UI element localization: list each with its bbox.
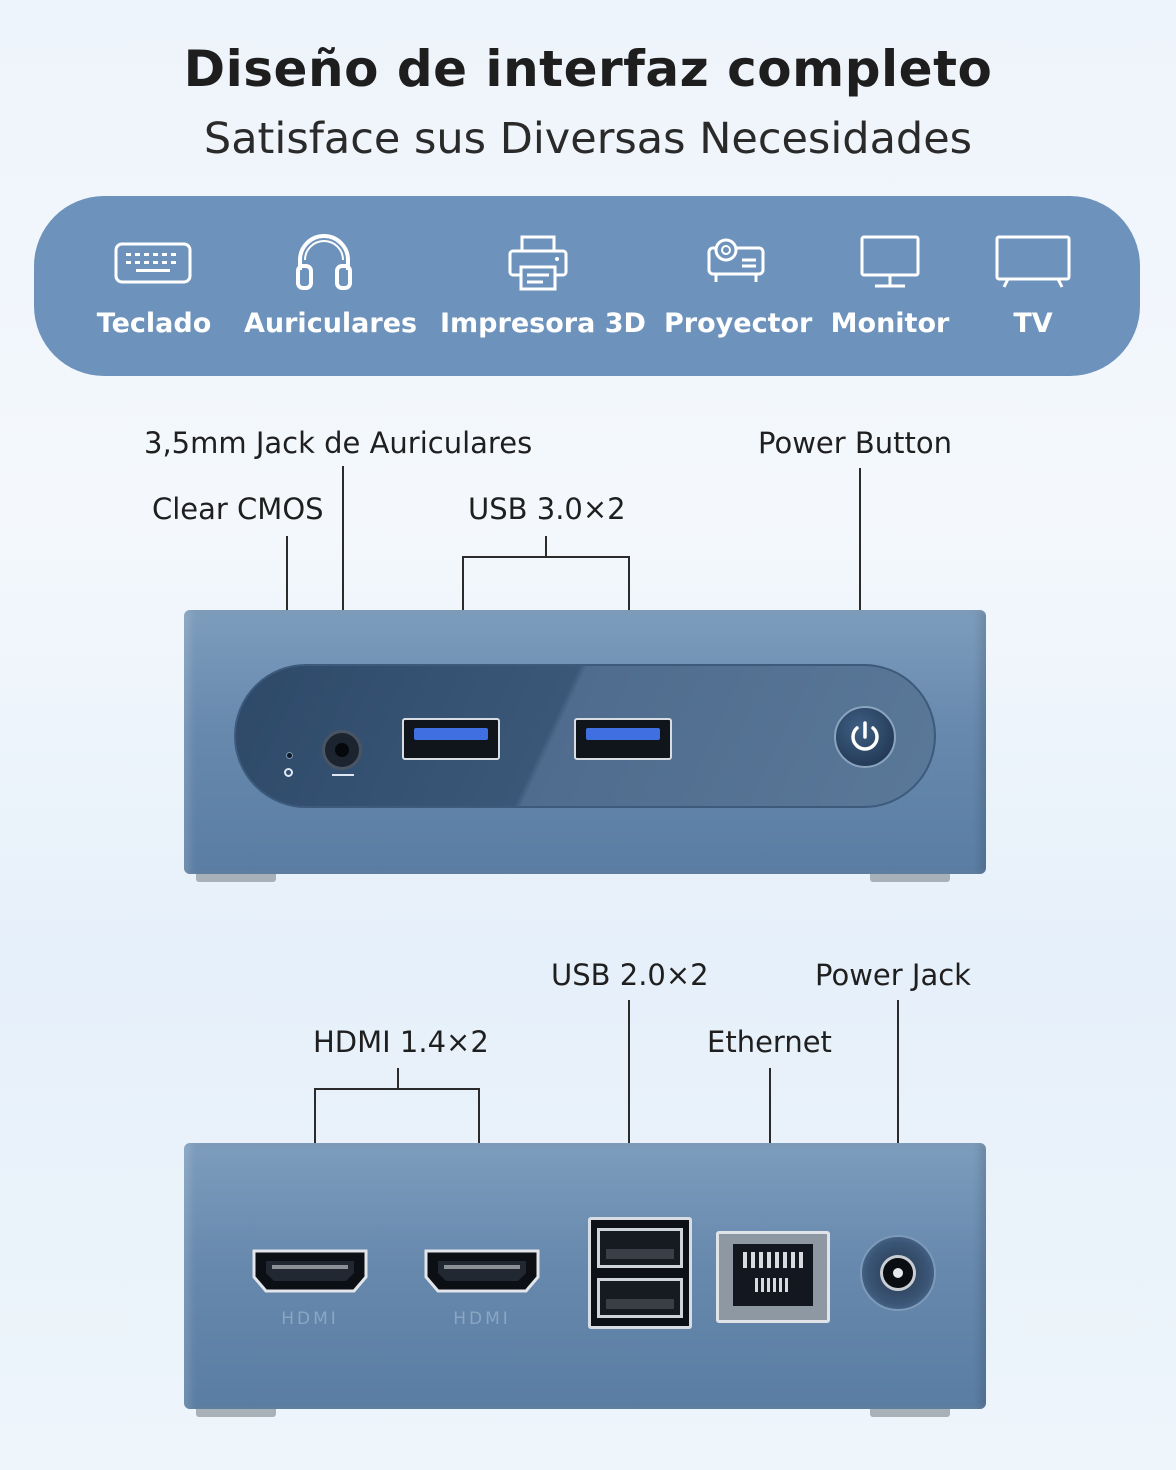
hdmi-port-2-text: HDMI bbox=[453, 1309, 511, 1329]
front-io-panel bbox=[234, 664, 936, 808]
front-foot-left bbox=[196, 874, 276, 882]
page-subtitle: Satisface sus Diversas Necesidades bbox=[203, 114, 973, 164]
device-projector: Proyector bbox=[664, 196, 813, 376]
headphones-icon bbox=[296, 234, 352, 290]
usb2-port-2 bbox=[597, 1278, 683, 1318]
keyboard-icon bbox=[114, 242, 192, 284]
power-icon bbox=[851, 721, 879, 751]
rear-foot-left bbox=[196, 1409, 276, 1417]
front-chassis bbox=[184, 610, 986, 874]
device-label: Auriculares bbox=[244, 308, 418, 339]
device-printer: Impresora 3D bbox=[440, 196, 646, 376]
projector-icon bbox=[707, 238, 765, 282]
clear-cmos-label: Clear CMOS bbox=[152, 492, 324, 526]
monitor-icon bbox=[860, 235, 920, 288]
headphone-mic-icon bbox=[332, 774, 354, 780]
usb2-label: USB 2.0×2 bbox=[551, 958, 709, 992]
device-tv: TV bbox=[988, 196, 1078, 376]
usb3-port-2 bbox=[574, 718, 672, 760]
rear-foot-right bbox=[870, 1409, 950, 1417]
hdmi-label: HDMI 1.4×2 bbox=[313, 1025, 489, 1059]
usb2-port-stack bbox=[588, 1217, 692, 1329]
power-button-label: Power Button bbox=[758, 426, 953, 460]
device-bar: Teclado Auriculares Impresora 3D bbox=[34, 196, 1140, 376]
device-label: Monitor bbox=[830, 308, 950, 339]
page-title: Diseño de interfaz completo bbox=[183, 40, 993, 98]
power-button[interactable] bbox=[834, 706, 896, 768]
usb3-leader-bar bbox=[462, 556, 630, 558]
device-headphones: Auriculares bbox=[244, 196, 418, 376]
audio-jack bbox=[322, 730, 362, 770]
usb2-port-1 bbox=[597, 1228, 683, 1268]
device-monitor: Monitor bbox=[830, 196, 950, 376]
hdmi-port-1-text: HDMI bbox=[281, 1309, 339, 1329]
power-button-leader bbox=[859, 468, 861, 664]
ethernet-label: Ethernet bbox=[707, 1025, 832, 1059]
usb3-port-1 bbox=[402, 718, 500, 760]
ethernet-leader bbox=[769, 1068, 771, 1196]
hdmi-leader-bar bbox=[314, 1088, 480, 1090]
power-jack bbox=[860, 1235, 936, 1311]
device-label: Proyector bbox=[664, 308, 813, 339]
device-keyboard: Teclado bbox=[92, 196, 216, 376]
hdmi-leader-stem bbox=[397, 1068, 399, 1090]
power-jack-leader bbox=[897, 1000, 899, 1200]
clear-cmos-hole bbox=[286, 752, 293, 759]
rear-chassis: HDMI HDMI bbox=[184, 1143, 986, 1409]
usb3-label: USB 3.0×2 bbox=[468, 492, 626, 526]
clear-cmos-icon bbox=[284, 768, 293, 777]
jack-label: 3,5mm Jack de Auriculares bbox=[144, 426, 533, 460]
front-foot-right bbox=[870, 874, 950, 882]
usb2-leader bbox=[628, 1000, 630, 1186]
usb3-leader-stem bbox=[545, 536, 547, 556]
printer-icon bbox=[508, 235, 568, 291]
ethernet-port bbox=[716, 1231, 830, 1323]
device-label: Impresora 3D bbox=[440, 308, 646, 339]
jack-leader bbox=[342, 466, 344, 692]
tv-icon bbox=[995, 235, 1071, 288]
device-label: Teclado bbox=[96, 308, 212, 339]
hdmi-port-1 bbox=[250, 1247, 370, 1295]
device-label: TV bbox=[1013, 308, 1053, 339]
power-jack-label: Power Jack bbox=[815, 958, 971, 992]
hdmi-port-2 bbox=[422, 1247, 542, 1295]
